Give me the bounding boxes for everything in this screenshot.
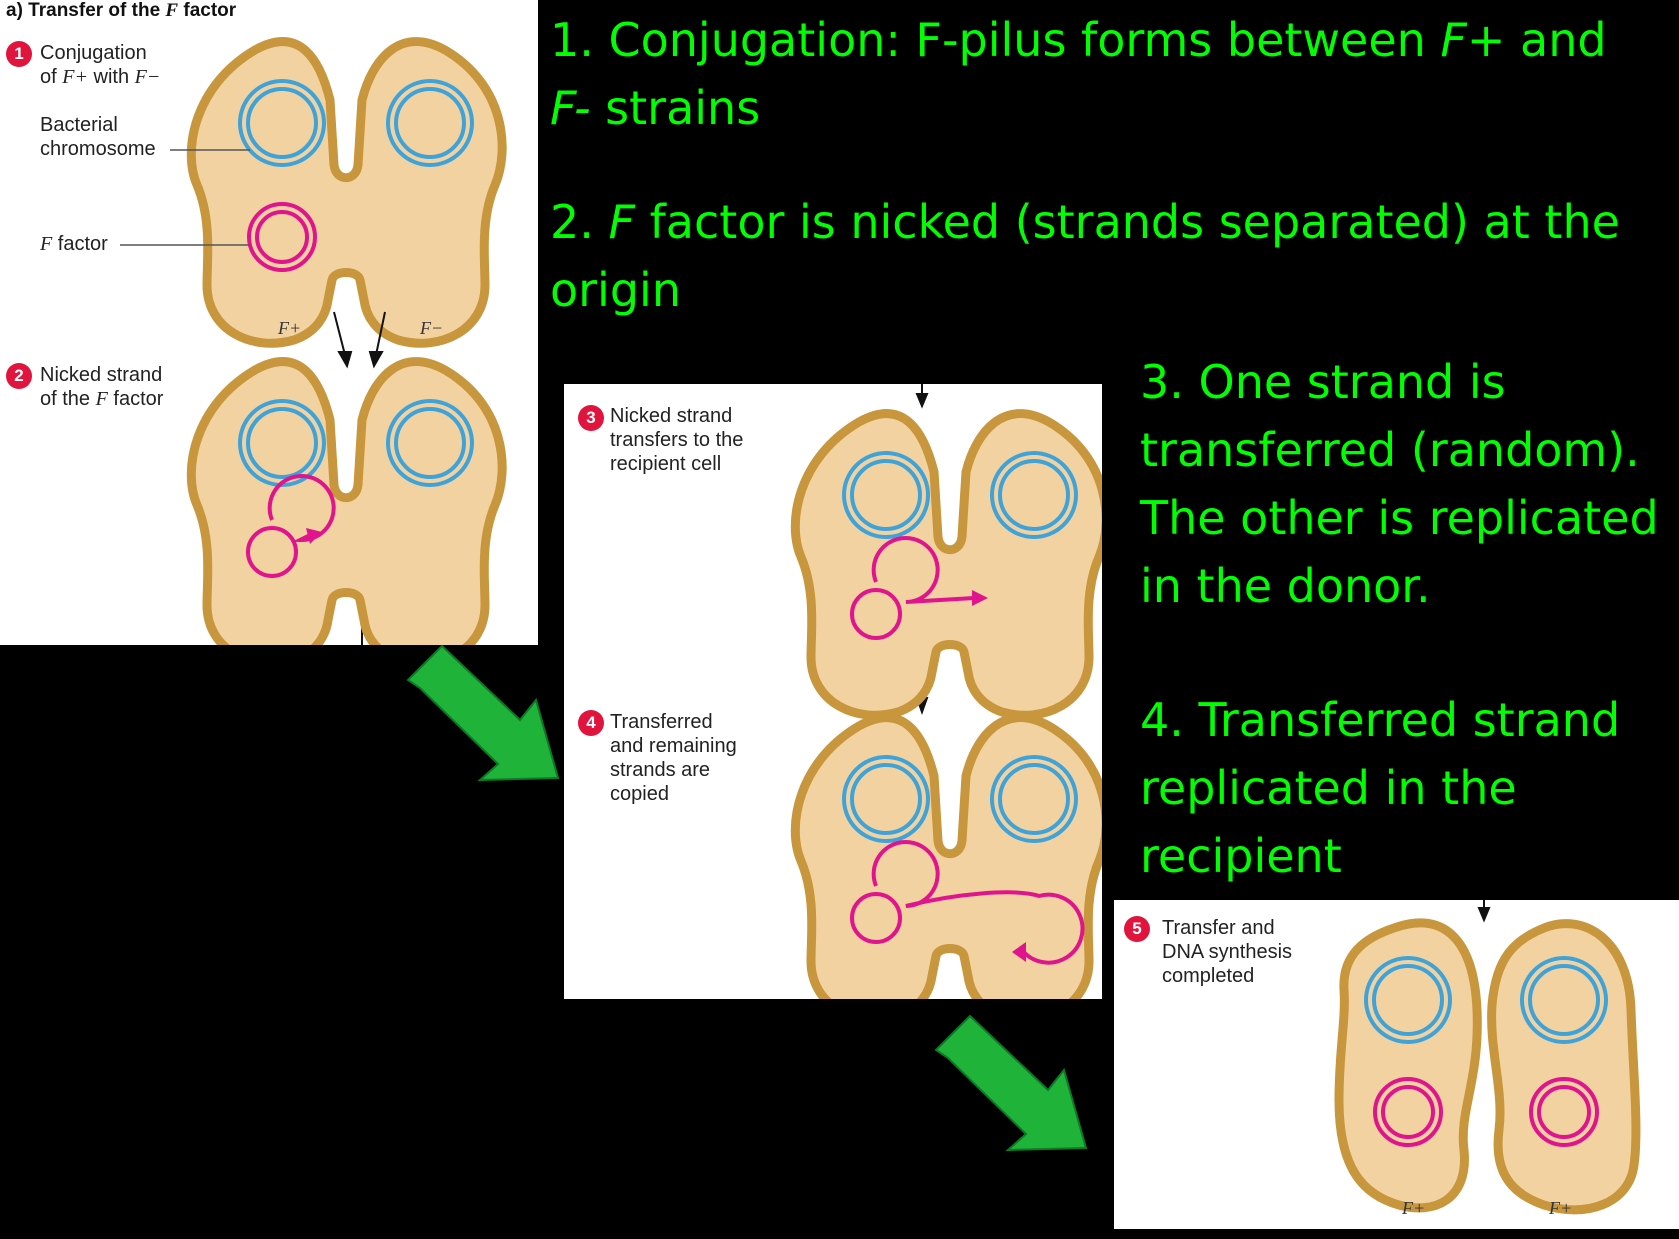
cell-right [1487,919,1641,1215]
caption-step-2: 2. F factor is nicked (strands separated… [550,195,1620,317]
step-3-label: Nicked strand transfers to the recipient… [610,405,744,475]
panel-1-illustration [120,0,538,645]
f-plus-left-label: F+ [1402,1198,1426,1218]
f-factor-label: F factor [40,233,108,255]
step-3-badge: 3 [578,405,604,431]
bacterial-chromosome-label: Bacterial chromosome [40,114,156,160]
panel-step-5: 5 Transfer and DNA synthesis completed F… [1114,900,1679,1229]
caption-step-4: 4. Transferred strand replicated in the … [1140,693,1621,883]
panel-3-illustration [1334,900,1641,1215]
cell-pair-conjugating [191,42,502,344]
f-plus-right-label: F+ [1549,1198,1573,1218]
step-4-badge: 4 [578,710,604,736]
f-minus-label: F− [420,318,444,338]
caption-step-1: 1. Conjugation: F-pilus forms between F+… [550,13,1607,135]
step-5-badge: 5 [1124,916,1150,942]
separated-cells [1334,918,1641,1215]
step-1-badge: 1 [6,41,32,67]
step-2-badge: 2 [6,363,32,389]
cell-pair-copying [795,718,1102,999]
bacterial-chromosome-recipient [386,79,474,167]
panel-2-illustration [564,384,1102,999]
f-factor-plasmid [247,202,317,272]
flow-arrow-2 [934,1014,1088,1152]
caption-step-3: 3. One strand is transferred (random). T… [1140,355,1659,613]
f-plus-label: F+ [278,318,302,338]
panel-steps-3-4: 3 Nicked strand transfers to the recipie… [564,384,1102,999]
flow-arrow-1 [406,644,560,782]
step-4-label: Transferred and remaining strands are co… [610,711,737,805]
step-arrows [333,311,386,645]
step-1-label: Conjugation of F+ with F− [40,42,161,88]
cell-pair-nicked [191,362,502,645]
cell-pair-transferring [795,414,1102,716]
step-2-label: Nicked strand of the F factor [40,364,164,410]
step-5-label: Transfer and DNA synthesis completed [1162,917,1293,987]
bacterial-chromosome-donor [238,79,326,167]
panel-1-heading: a) Transfer of the F factor [6,0,237,21]
panel-steps-1-2: a) Transfer of the F factor 1 Conjugatio… [0,0,538,645]
